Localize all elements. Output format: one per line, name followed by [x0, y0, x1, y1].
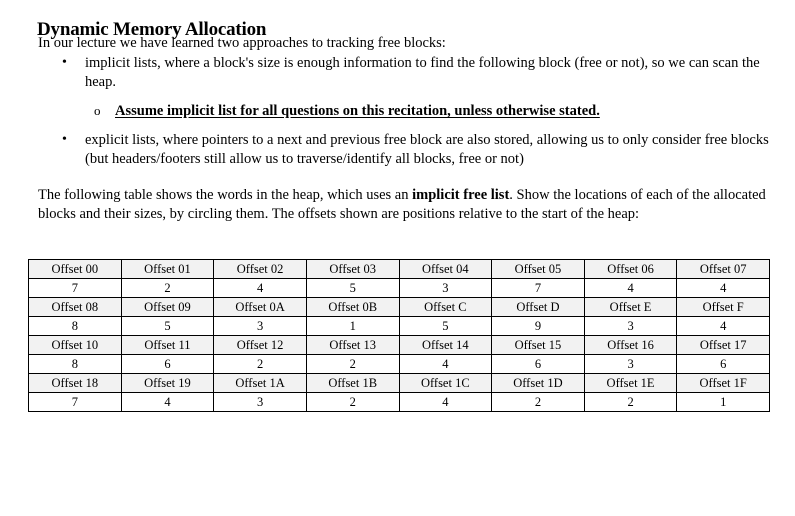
instructions-part-1: The following table shows the words in t…: [38, 187, 413, 203]
heap-word-value-cell: 6: [120, 354, 215, 374]
bullet-text: implicit lists, where a block's size is …: [85, 55, 760, 90]
heap-word-value-cell: 8: [28, 354, 122, 374]
intro-paragraph: In our lecture we have learned two appro…: [38, 35, 446, 51]
offset-header-cell: Offset 10: [28, 335, 122, 355]
offset-header-cell: Offset 18: [28, 373, 122, 393]
heap-word-value-cell: 2: [491, 392, 585, 412]
offset-header-cell: Offset 01: [120, 259, 215, 279]
offset-header-cell: Offset 1D: [491, 373, 585, 393]
heap-word-value-cell: 5: [398, 316, 493, 336]
offset-header-cell: Offset 0B: [305, 297, 400, 317]
offset-header-cell: Offset 06: [583, 259, 678, 279]
offset-header-cell: Offset 1C: [398, 373, 493, 393]
heap-word-value-cell: 1: [305, 316, 400, 336]
offset-header-cell: Offset 13: [305, 335, 400, 355]
heap-word-value-cell: 5: [305, 278, 400, 298]
bullet-item-implicit-lists: • implicit lists, where a block's size i…: [38, 54, 778, 121]
heap-word-value-cell: 5: [120, 316, 215, 336]
bullet-row: • explicit lists, where pointers to a ne…: [38, 131, 778, 168]
heap-word-value-cell: 3: [583, 354, 678, 374]
offset-header-cell: Offset D: [491, 297, 585, 317]
bullet-marker-icon: •: [62, 55, 67, 70]
offset-header-cell: Offset C: [398, 297, 493, 317]
offset-header-cell: Offset 08: [28, 297, 122, 317]
bullet-marker-icon: •: [62, 132, 67, 147]
heap-word-value-cell: 4: [583, 278, 678, 298]
instructions-part-2: . Show the locations of each of the allo…: [38, 187, 766, 222]
offset-header-cell: Offset 03: [305, 259, 400, 279]
offset-header-cell: Offset 16: [583, 335, 678, 355]
offset-header-cell: Offset 11: [120, 335, 215, 355]
instructions-paragraph: The following table shows the words in t…: [38, 186, 773, 224]
offset-header-cell: Offset 14: [398, 335, 493, 355]
heap-word-value-cell: 9: [491, 316, 585, 336]
offset-header-cell: Offset 04: [398, 259, 493, 279]
heap-word-value-cell: 4: [676, 316, 770, 336]
heap-word-value-cell: 4: [120, 392, 215, 412]
offset-header-cell: Offset 1E: [583, 373, 678, 393]
heap-word-value-cell: 7: [491, 278, 585, 298]
heap-word-value-cell: 1: [676, 392, 770, 412]
heap-word-value-cell: 4: [676, 278, 770, 298]
offset-header-cell: Offset 15: [491, 335, 585, 355]
heap-word-value-cell: 3: [213, 392, 307, 412]
offset-header-cell: Offset 02: [213, 259, 307, 279]
offset-header-cell: Offset 00: [28, 259, 122, 279]
heap-word-value-cell: 2: [583, 392, 678, 412]
offset-header-cell: Offset 07: [676, 259, 770, 279]
bullet-item-explicit-lists: • explicit lists, where pointers to a ne…: [38, 131, 778, 168]
heap-word-value-cell: 6: [491, 354, 585, 374]
offset-header-cell: Offset 1F: [676, 373, 770, 393]
bullet-row: • implicit lists, where a block's size i…: [38, 54, 778, 91]
heap-word-value-cell: 7: [28, 392, 122, 412]
heap-word-value-cell: 4: [398, 354, 493, 374]
heap-word-value-cell: 4: [398, 392, 493, 412]
heap-word-value-cell: 4: [213, 278, 307, 298]
subbullet-marker-icon: o: [94, 103, 101, 118]
heap-word-value-cell: 2: [305, 392, 400, 412]
subbullet-row: o Assume implicit list for all questions…: [38, 102, 778, 121]
offset-header-cell: Offset E: [583, 297, 678, 317]
offset-header-cell: Offset 0A: [213, 297, 307, 317]
heap-word-value-cell: 3: [398, 278, 493, 298]
instructions-emphasis: implicit free list: [412, 187, 510, 203]
heap-word-value-cell: 7: [28, 278, 122, 298]
heap-word-value-cell: 6: [676, 354, 770, 374]
offset-header-cell: Offset 19: [120, 373, 215, 393]
heap-word-value-cell: 2: [120, 278, 215, 298]
offset-header-cell: Offset 09: [120, 297, 215, 317]
heap-word-value-cell: 3: [213, 316, 307, 336]
offset-header-cell: Offset 05: [491, 259, 585, 279]
subbullet-text-assume-implicit-list: Assume implicit list for all questions o…: [115, 103, 600, 119]
heap-word-value-cell: 2: [213, 354, 307, 374]
heap-word-value-cell: 3: [583, 316, 678, 336]
page-title: Dynamic Memory Allocation: [37, 18, 267, 40]
offset-header-cell: Offset 12: [213, 335, 307, 355]
offset-header-cell: Offset 17: [676, 335, 770, 355]
heap-word-value-cell: 2: [305, 354, 400, 374]
bullet-text: explicit lists, where pointers to a next…: [85, 132, 769, 167]
offset-header-cell: Offset F: [676, 297, 770, 317]
heap-word-value-cell: 8: [28, 316, 122, 336]
offset-header-cell: Offset 1B: [305, 373, 400, 393]
offset-header-cell: Offset 1A: [213, 373, 307, 393]
